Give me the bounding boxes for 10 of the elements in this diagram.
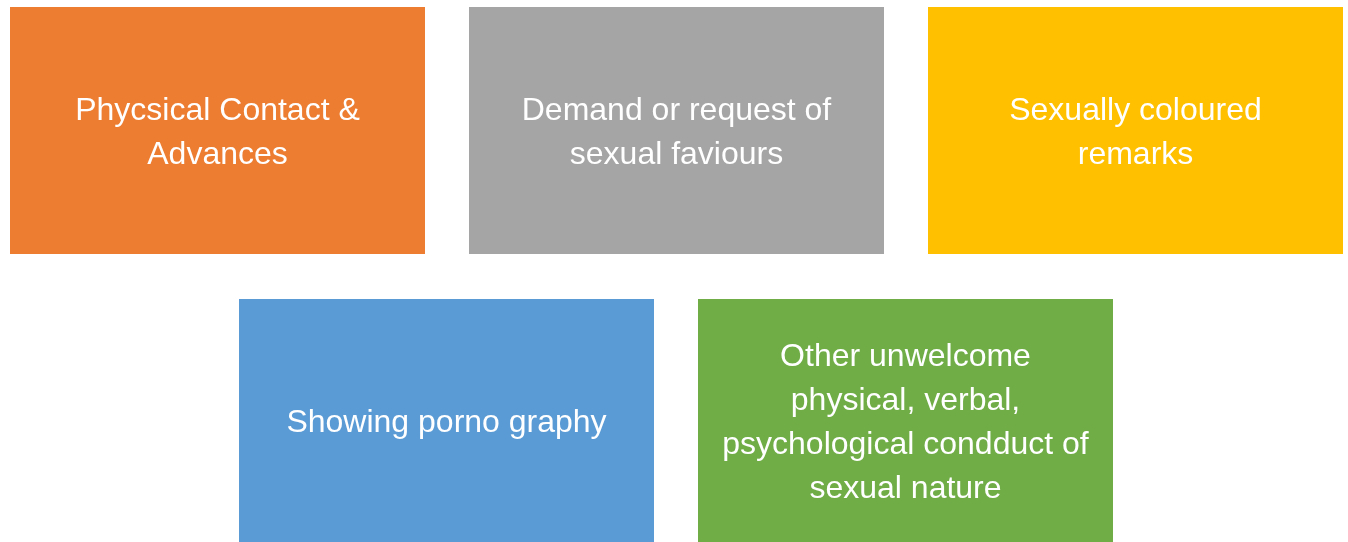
category-box [10,7,425,254]
category-box [928,7,1343,254]
box-label: Phycsical Contact & Advances [74,89,361,173]
box-label: Sexually coloured remarks [1008,89,1263,173]
category-box [469,7,884,254]
box-label: Demand or request of sexual faviours [520,89,833,173]
category-box [239,299,654,542]
box-label: Other unwelcome physical, verbal, psychological condduct of sexual nature [721,335,1090,507]
box-label: Showing porno graphy [286,401,607,441]
category-box [698,299,1113,542]
